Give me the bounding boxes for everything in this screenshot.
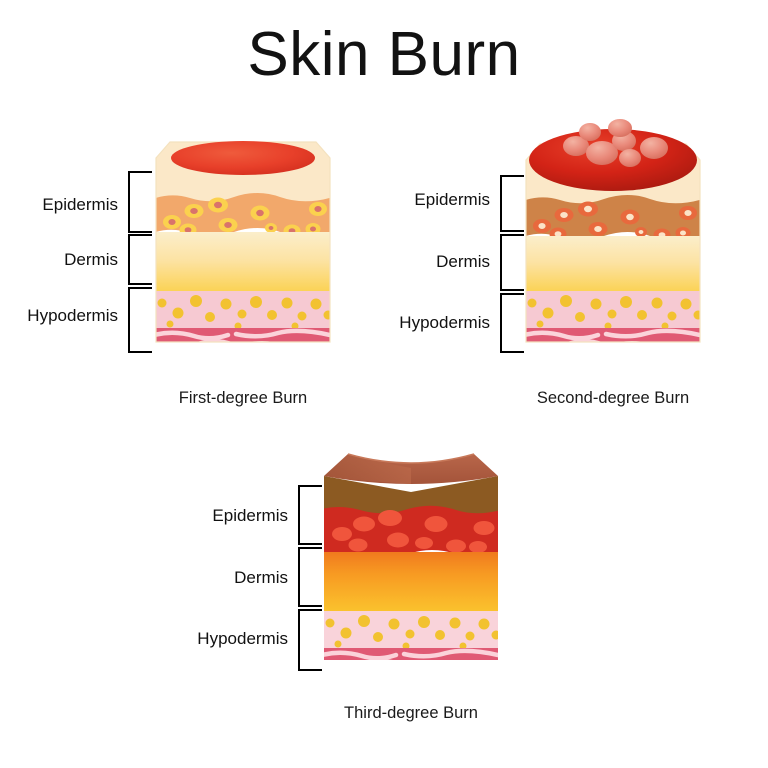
blister xyxy=(579,123,601,141)
dermis-layer xyxy=(324,552,498,614)
bracket-spine xyxy=(500,234,503,291)
bracket-arm-bottom xyxy=(128,230,152,233)
dermis-layer xyxy=(156,232,330,294)
bracket-spine xyxy=(128,171,131,233)
bracket-arm-top xyxy=(500,234,524,237)
burn-surface-first xyxy=(171,141,315,175)
blister xyxy=(608,119,632,137)
bracket-arm-bottom xyxy=(500,288,524,291)
fat-globules xyxy=(157,295,330,330)
bracket-spine xyxy=(128,234,131,285)
label-dermis: Dermis xyxy=(234,568,288,587)
caption-second-degree: Second-degree Burn xyxy=(536,389,690,407)
label-epidermis: Epidermis xyxy=(42,195,118,214)
bracket-arm-top xyxy=(500,293,524,296)
bracket-spine xyxy=(500,293,503,353)
bracket-hypodermis xyxy=(500,293,524,353)
damaged-cells xyxy=(332,510,495,553)
bracket-spine xyxy=(298,609,301,671)
bracket-arm-top xyxy=(128,234,152,237)
label-dermis: Dermis xyxy=(64,250,118,269)
bracket-spine xyxy=(128,287,131,353)
bracket-arm-top xyxy=(298,547,322,550)
panel-third-degree: Epidermis Dermis Hypodermis xyxy=(160,430,580,768)
bracket-arm-top xyxy=(128,171,152,174)
caption-first-degree: First-degree Burn xyxy=(178,389,308,407)
label-hypodermis: Hypodermis xyxy=(399,313,490,332)
fat-globules xyxy=(325,615,498,650)
bracket-spine xyxy=(298,485,301,545)
blister xyxy=(640,137,668,159)
bracket-epidermis xyxy=(128,171,152,233)
burn-surface-second xyxy=(529,119,697,191)
muscle-fibers xyxy=(526,328,700,342)
blister xyxy=(586,141,618,165)
skin-block-first-degree xyxy=(150,136,336,358)
panel-second-degree: Epidermis Dermis Hypodermis xyxy=(372,0,768,420)
bracket-arm-bottom xyxy=(128,350,152,353)
skin-block-third-degree xyxy=(318,448,504,676)
page-title: Skin Burn xyxy=(247,20,521,89)
muscle-fibers xyxy=(324,648,498,660)
bracket-hypodermis xyxy=(128,287,152,353)
bracket-arm-bottom xyxy=(298,668,322,671)
label-hypodermis: Hypodermis xyxy=(197,629,288,648)
panel-first-degree: Epidermis Dermis Hypodermis xyxy=(0,0,360,420)
dermis-layer xyxy=(526,236,700,294)
bracket-arm-bottom xyxy=(298,542,322,545)
label-hypodermis: Hypodermis xyxy=(27,306,118,325)
bracket-arm-top xyxy=(298,609,322,612)
label-dermis: Dermis xyxy=(436,252,490,271)
bracket-arm-bottom xyxy=(128,282,152,285)
bracket-epidermis xyxy=(500,175,524,232)
bracket-dermis xyxy=(500,234,524,291)
bracket-spine xyxy=(500,175,503,232)
label-epidermis: Epidermis xyxy=(414,190,490,209)
bracket-hypodermis xyxy=(298,609,322,671)
bracket-arm-bottom xyxy=(298,604,322,607)
bracket-dermis xyxy=(128,234,152,285)
bracket-arm-top xyxy=(128,287,152,290)
label-epidermis: Epidermis xyxy=(212,506,288,525)
bracket-arm-bottom xyxy=(500,350,524,353)
burn-surface-third xyxy=(324,453,498,484)
bracket-spine xyxy=(298,547,301,607)
muscle-fibers xyxy=(156,328,330,342)
blister xyxy=(563,136,589,156)
bracket-dermis xyxy=(298,547,322,607)
bracket-epidermis xyxy=(298,485,322,545)
caption-third-degree: Third-degree Burn xyxy=(344,704,478,722)
bracket-arm-top xyxy=(500,175,524,178)
bracket-arm-top xyxy=(298,485,322,488)
skin-block-second-degree xyxy=(520,119,706,358)
blister xyxy=(619,149,641,167)
bracket-arm-bottom xyxy=(500,229,524,232)
fat-globules xyxy=(527,295,700,330)
blisters xyxy=(563,119,668,167)
